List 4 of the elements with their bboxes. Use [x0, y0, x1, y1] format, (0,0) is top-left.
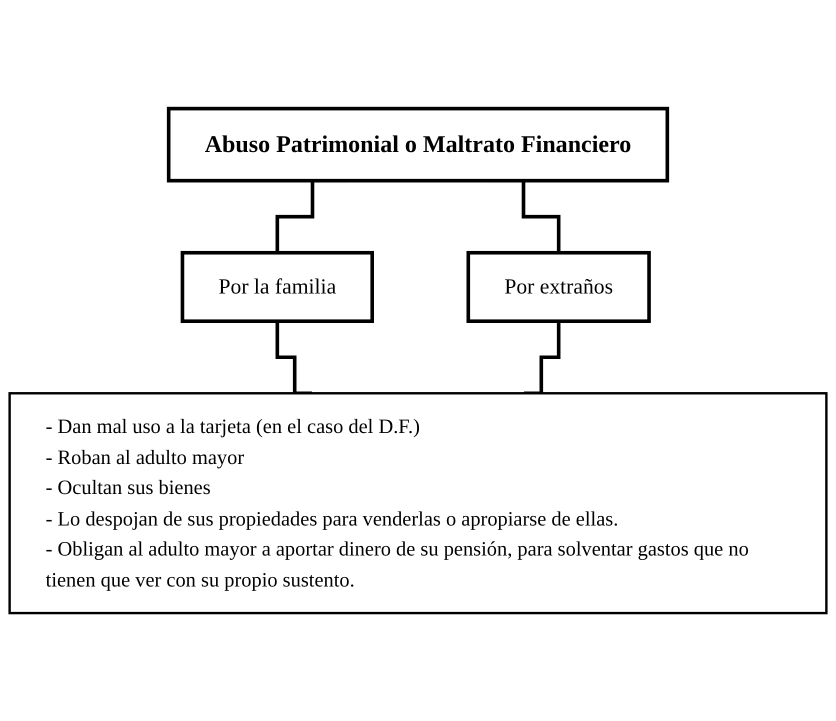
node-box: Por extraños: [466, 250, 651, 323]
node-box: - Dan mal uso a la tarjeta (en el caso del D.F.) - Roban al adulto mayor - Ocultan sus bienes - Lo despojan de sus propiedades para venderlas o apropiarse de ellas. - Obligan al adulto mayor a aportar dinero de su pensión, para solventar gastos que no tienen que ver con su propio sustento.: [8, 392, 828, 614]
node-box: Abuso Patrimonial o Maltrato Financiero: [166, 106, 670, 182]
node-box: Por la familia: [180, 250, 374, 323]
